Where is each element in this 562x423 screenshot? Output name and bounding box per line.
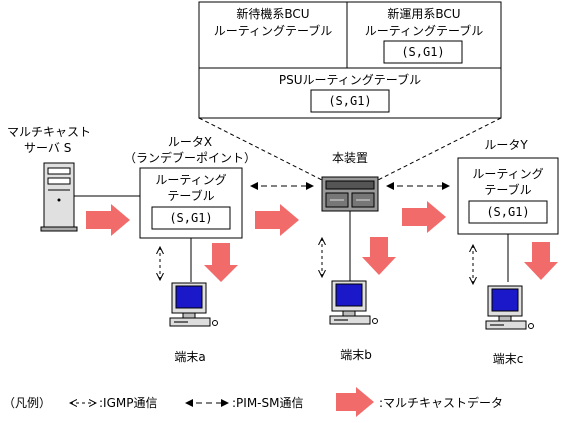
psu-table-title: PSUルーティングテーブル xyxy=(279,72,421,87)
device-icon xyxy=(321,176,379,212)
router-x-table-label-2: テーブル xyxy=(167,188,214,203)
multicast-arrow-y-down xyxy=(524,242,558,280)
server-label-2: サーバ S xyxy=(24,141,71,155)
terminal-c-label: 端末c xyxy=(493,352,524,366)
legend-multicast-label: :マルチキャストデータ xyxy=(379,395,503,410)
router-x-table-label-1: ルーティング xyxy=(155,173,226,187)
bcu-psu-table-box: 新待機系BCU ルーティングテーブル 新運用系BCU ルーティングテーブル (S… xyxy=(198,1,502,119)
router-y-name: ルータY xyxy=(484,138,528,152)
psu-entry-box xyxy=(310,89,390,113)
legend-igmp-label: :IGMP通信 xyxy=(99,396,157,410)
terminal-b: 端末b xyxy=(329,280,378,362)
computer-icon xyxy=(169,282,218,327)
terminal-a-label: 端末a xyxy=(174,350,205,364)
callout-line-left xyxy=(198,117,323,181)
multicast-arrow-x-device xyxy=(255,204,299,236)
legend-pim-label: :PIM-SM通信 xyxy=(232,396,303,410)
device-label: 本装置 xyxy=(332,151,368,165)
terminal-c: 端末c xyxy=(485,285,534,366)
router-x-entry-box xyxy=(151,206,231,230)
server-label-1: マルチキャスト xyxy=(7,125,91,139)
multicast-server: マルチキャスト サーバ S xyxy=(7,125,91,232)
router-y-entry-box xyxy=(468,200,548,224)
legend-prefix: （凡例） xyxy=(3,396,51,410)
standby-bcu-subtitle: ルーティングテーブル xyxy=(214,23,333,38)
multicast-arrow-server-x xyxy=(86,204,130,236)
router-y-table-label-1: ルーティング xyxy=(472,167,543,181)
psu-entry: (S,G1) xyxy=(328,94,371,108)
active-bcu-entry-box xyxy=(383,40,463,64)
server-icon xyxy=(40,162,78,232)
device: 本装置 xyxy=(321,151,379,212)
callout-line-right xyxy=(377,117,502,181)
router-y-entry: (S,G1) xyxy=(486,205,529,219)
active-bcu-subtitle: ルーティングテーブル xyxy=(365,23,484,38)
multicast-arrow-device-down xyxy=(362,237,396,275)
computer-icon xyxy=(485,285,534,330)
router-x-name: ルータX xyxy=(168,135,212,149)
multicast-arrow-device-y xyxy=(402,201,446,233)
router-y: ルータY ルーティング テーブル (S,G1) xyxy=(457,138,559,235)
legend-multicast-symbol xyxy=(336,387,374,417)
active-bcu-entry: (S,G1) xyxy=(401,45,444,59)
multicast-arrow-x-down xyxy=(204,243,238,282)
router-x-entry: (S,G1) xyxy=(169,211,212,225)
router-y-table-label-2: テーブル xyxy=(484,182,531,197)
legend: （凡例） :IGMP通信 :PIM-SM通信 :マルチキャストデータ xyxy=(3,387,503,417)
terminal-a: 端末a xyxy=(169,282,218,364)
terminal-b-label: 端末b xyxy=(340,348,372,362)
standby-bcu-title: 新待機系BCU xyxy=(236,6,309,21)
computer-icon xyxy=(329,280,378,325)
router-x-role: （ランデブーポイント） xyxy=(124,150,256,165)
router-x: ルータX （ランデブーポイント） ルーティング テーブル (S,G1) xyxy=(124,135,256,239)
active-bcu-title: 新運用系BCU xyxy=(387,6,460,21)
